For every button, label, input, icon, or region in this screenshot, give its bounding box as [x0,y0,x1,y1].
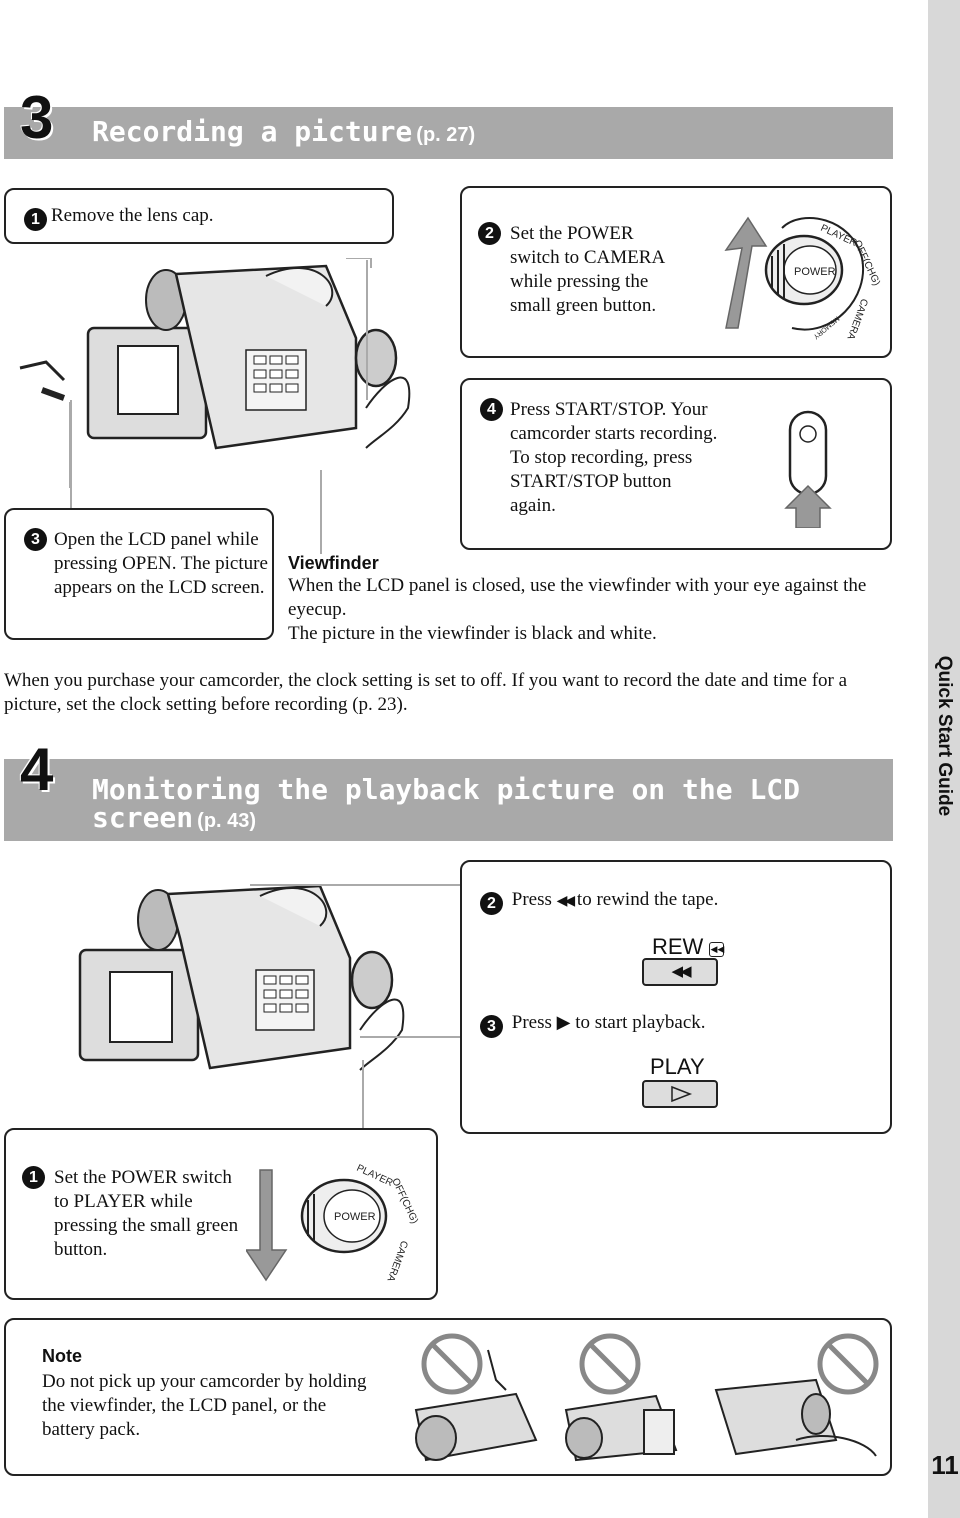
section4-title-line1: Monitoring the playback picture on the L… [92,773,801,806]
step4-3-line: 3 Press ▶ to start playback. [480,1010,706,1038]
start-stop-button-illustration [784,410,832,528]
section4-ref: (p. 43) [197,810,257,832]
leader-line-step4-1 [362,1060,364,1130]
note-text: Do not pick up your camcorder by holding… [42,1371,367,1440]
viewfinder-line2: The picture in the viewfinder is black a… [288,623,657,644]
note-title: Note [42,1346,82,1366]
play-symbol-icon: ▶ [556,1012,571,1032]
sidebar-label: Quick Start Guide [934,655,955,817]
step-number-1: 1 [24,208,47,231]
section3-banner [4,107,893,159]
leader-line-step4-2 [250,884,460,886]
step-number-2: 2 [478,222,501,245]
svg-text:POWER: POWER [794,266,836,278]
do-not-hold-illustrations [414,1333,879,1462]
step4-3-post: to start playback. [575,1012,706,1033]
leader-line-viewfinder [320,470,322,554]
play-outline-icon [671,1085,693,1103]
step-number-4: 4 [480,398,503,421]
step4-box: 4 Press START/STOP. Your camcorder start… [460,378,892,550]
playback-steps-box: 2 Press ◀◀ to rewind the tape. REW ◀◀ ◀◀… [460,860,892,1134]
play-button-illustration [642,1080,718,1108]
section3-number: 3 [20,84,54,151]
svg-text:CAMERA: CAMERA [384,1239,409,1283]
svg-text:CAMERA: CAMERA [844,297,869,341]
rew-mark-icon: ◀◀ [709,942,725,957]
rew-button-caption: REW ◀◀ [652,934,725,960]
no-symbol-icon [817,1333,879,1395]
step2-content: 2 Set the POWER switch to CAMERA while p… [476,222,676,318]
camcorder-playback-illustration [78,884,405,1071]
section3-title: Recording a picture [92,115,413,148]
svg-text:POWER: POWER [334,1211,376,1223]
sidebar-strip [928,0,960,1518]
step1-text: Remove the lens cap. [51,205,214,226]
power-switch-camera-illustration: POWER PLAYER OFF(CHG) CAMERA MEMORY [724,216,882,341]
leader-line-step3 [70,400,72,508]
section4-number: 4 [20,736,54,803]
step-number-4-2: 2 [480,892,503,915]
viewfinder-line1: When the LCD panel is closed, use the vi… [288,575,867,620]
page-number: 11 [931,1450,959,1480]
svg-text:OFF(CHG): OFF(CHG) [389,1177,420,1226]
viewfinder-title: Viewfinder [288,553,379,573]
camcorder-lcd-open-illustration [19,258,411,488]
no-symbol-icon [421,1333,483,1395]
playback-step1-box: 1 Set the POWER switch to PLAYER while p… [4,1128,438,1300]
step2-box: 2 Set the POWER switch to CAMERA while p… [460,186,892,358]
step-number-4-3: 3 [480,1015,503,1038]
step4-2-post: to rewind the tape. [576,889,719,910]
note-box: Note Do not pick up your camcorder by ho… [4,1318,892,1476]
step2-text: Set the POWER switch to CAMERA while pre… [510,223,665,316]
step4-3-pre: Press [511,1012,552,1033]
step4-2-line: 2 Press ◀◀ to rewind the tape. [480,888,718,915]
step-number-4-1: 1 [22,1166,45,1189]
section3-ref: (p. 27) [416,124,476,146]
rew-label: REW [652,934,704,959]
rewind-symbol-icon: ◀◀ [556,894,575,909]
step3-box: 3 Open the LCD panel while pressing OPEN… [4,508,274,640]
leader-line-step2 [366,260,368,400]
section4-banner [4,759,893,841]
step4-text: Press START/STOP. Your camcorder starts … [510,399,718,516]
step4-2-pre: Press [511,889,552,910]
clock-note: When you purchase your camcorder, the cl… [4,670,848,715]
viewfinder-note: Viewfinder When the LCD panel is closed,… [288,552,888,646]
section4-title-line2: screen [92,801,194,834]
section4-heading: Monitoring the playback picture on the L… [92,776,800,833]
no-symbol-icon [579,1333,641,1395]
step-number-3: 3 [24,528,47,551]
leader-line-step4-3 [360,1036,460,1038]
rew-button-illustration: ◀◀ [642,958,718,986]
play-label: PLAY [650,1054,705,1079]
step3-text: Open the LCD panel while pressing OPEN. … [54,529,268,598]
svg-text:OFF(CHG): OFF(CHG) [851,239,882,288]
section3-heading: Recording a picture (p. 27) [92,118,475,147]
playback-step1-text: Set the POWER switch to PLAYER while pre… [54,1167,239,1260]
power-switch-player-illustration: POWER PLAYER OFF(CHG) CAMERA [246,1163,420,1283]
